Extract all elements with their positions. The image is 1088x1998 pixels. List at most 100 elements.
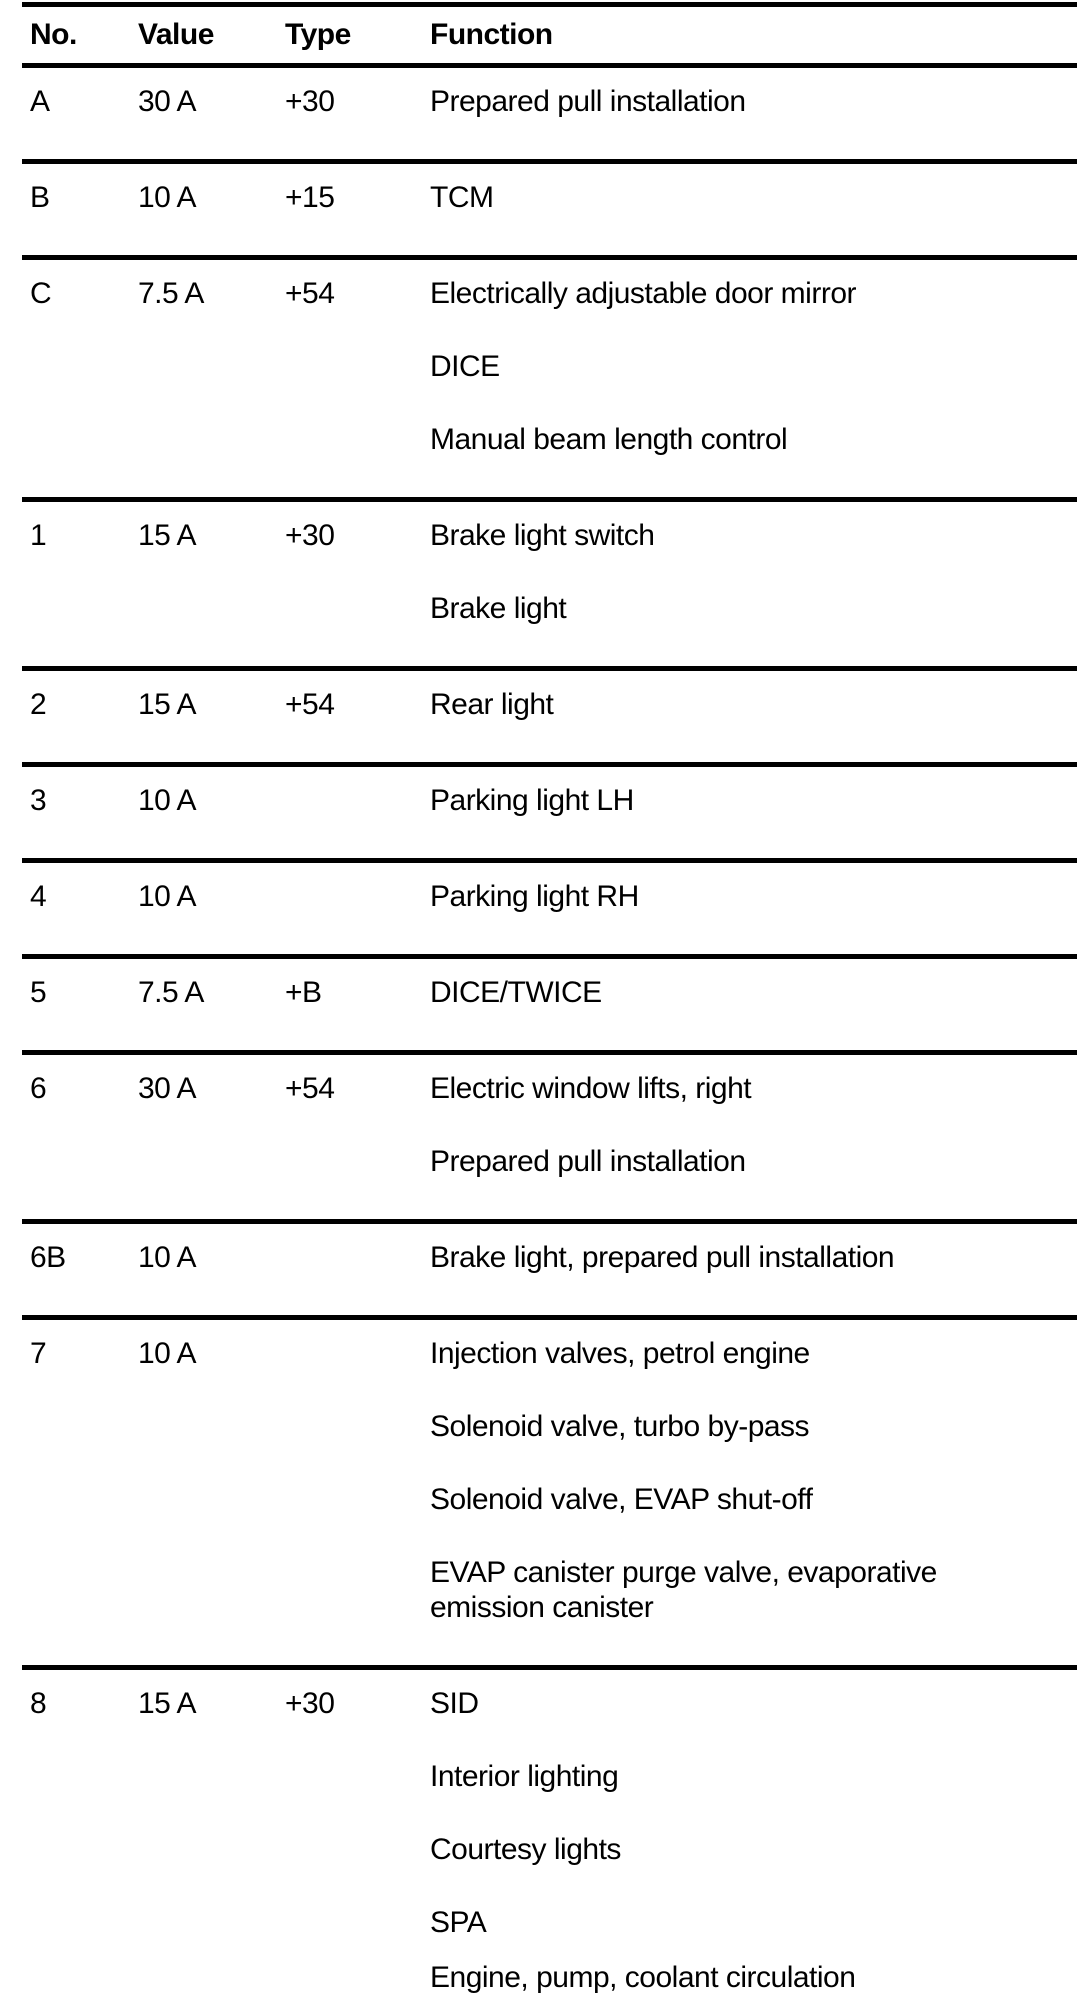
function-line: TCM [430, 181, 494, 214]
cell-fuse-value: 30 A [138, 65, 285, 164]
cell-fuse-value: 10 A [138, 764, 285, 863]
cell-fuse-number: 2 [22, 668, 138, 767]
cell-fuse-type: +54 [285, 257, 430, 502]
cell-fuse-type [285, 1221, 430, 1320]
function-paragraph: DICE/TWICE [430, 975, 1077, 1010]
cell-fuse-type: +30 [285, 499, 430, 671]
function-line: Brake light [430, 592, 567, 625]
cell-fuse-number: B [22, 161, 138, 260]
column-header-no: No. [22, 2, 138, 68]
function-line: Parking light LH [430, 784, 634, 817]
cell-fuse-value: 7.5 A [138, 956, 285, 1055]
column-header-type: Type [285, 2, 430, 68]
function-line: DICE/TWICE [430, 976, 602, 1009]
cell-fuse-value: 15 A [138, 499, 285, 671]
function-line: SPA [430, 1906, 487, 1939]
cell-fuse-type [285, 764, 430, 863]
cell-fuse-function: Brake light, prepared pull installation [430, 1221, 1077, 1320]
cell-fuse-function: Parking light RH [430, 860, 1077, 959]
function-paragraph: TCM [430, 180, 1077, 215]
function-paragraph: Solenoid valve, turbo by-pass [430, 1409, 1077, 1444]
function-paragraph: Brake light switch [430, 518, 1077, 553]
cell-fuse-type [285, 1317, 430, 1670]
function-line: Interior lighting [430, 1760, 619, 1793]
function-line: DICE [430, 350, 500, 383]
cell-fuse-function: Rear light [430, 668, 1077, 767]
function-line: EVAP canister purge valve, evaporative [430, 1556, 937, 1589]
function-line: Manual beam length control [430, 423, 788, 456]
function-line: Electric window lifts, right [430, 1072, 752, 1105]
cell-fuse-number: 3 [22, 764, 138, 863]
function-line: Prepared pull installation [430, 85, 746, 118]
cell-fuse-type: +54 [285, 1052, 430, 1224]
function-paragraph: Brake light [430, 591, 1077, 626]
function-line: Brake light switch [430, 519, 655, 552]
function-paragraph: Courtesy lights [430, 1832, 1077, 1867]
cell-fuse-number: 6 [22, 1052, 138, 1224]
function-paragraph: Prepared pull installation [430, 1144, 1077, 1179]
cell-fuse-number: C [22, 257, 138, 502]
cell-fuse-number: 6B [22, 1221, 138, 1320]
cell-fuse-value: 10 A [138, 161, 285, 260]
cell-fuse-value: 15 A [138, 1687, 197, 1720]
cell-fuse-type: +15 [285, 161, 430, 260]
function-paragraph: SID [430, 1686, 1077, 1721]
function-paragraph: Prepared pull installation [430, 84, 1077, 119]
cell-fuse-number: 5 [22, 956, 138, 1055]
column-header-function: Function [430, 2, 1077, 68]
function-paragraph: Parking light RH [430, 879, 1077, 914]
function-paragraph: Solenoid valve, EVAP shut-off [430, 1482, 1077, 1517]
function-paragraph: Engine, pump, coolant circulation [430, 1960, 1077, 1995]
function-line: Prepared pull installation [430, 1145, 746, 1178]
column-header-value: Value [138, 2, 285, 68]
function-line: Engine, pump, coolant circulation [430, 1961, 856, 1994]
function-paragraph: Injection valves, petrol engine [430, 1336, 1077, 1371]
cell-fuse-function: Prepared pull installation [430, 65, 1077, 164]
function-paragraph: SPA [430, 1905, 1077, 1940]
function-line: Courtesy lights [430, 1833, 621, 1866]
function-line: SID [430, 1687, 479, 1720]
function-paragraph: Brake light, prepared pull installation [430, 1240, 1077, 1275]
function-paragraph: Interior lighting [430, 1759, 1077, 1794]
function-paragraph: Electrically adjustable door mirror [430, 276, 1077, 311]
cell-fuse-value: 15 A [138, 668, 285, 767]
cell-fuse-value: 10 A [138, 1221, 285, 1320]
cell-fuse-function: Parking light LH [430, 764, 1077, 863]
function-line: Injection valves, petrol engine [430, 1337, 810, 1370]
cell-fuse-value: 30 A [138, 1052, 285, 1224]
cell-fuse-type: +30 [285, 1687, 335, 1720]
cell-fuse-value: 10 A [138, 1317, 285, 1670]
cell-fuse-type [285, 860, 430, 959]
cell-fuse-number: 8 [30, 1687, 47, 1720]
cell-fuse-type: +B [285, 956, 430, 1055]
function-paragraph: Parking light LH [430, 783, 1077, 818]
cell-fuse-number: A [22, 65, 138, 164]
function-paragraph: Manual beam length control [430, 422, 1077, 457]
cell-fuse-type: +54 [285, 668, 430, 767]
function-line: Parking light RH [430, 880, 639, 913]
function-line: Solenoid valve, turbo by-pass [430, 1410, 810, 1443]
function-line: emission canister [430, 1591, 654, 1624]
function-line: Solenoid valve, EVAP shut-off [430, 1483, 813, 1516]
cell-fuse-value: 7.5 A [138, 257, 285, 502]
